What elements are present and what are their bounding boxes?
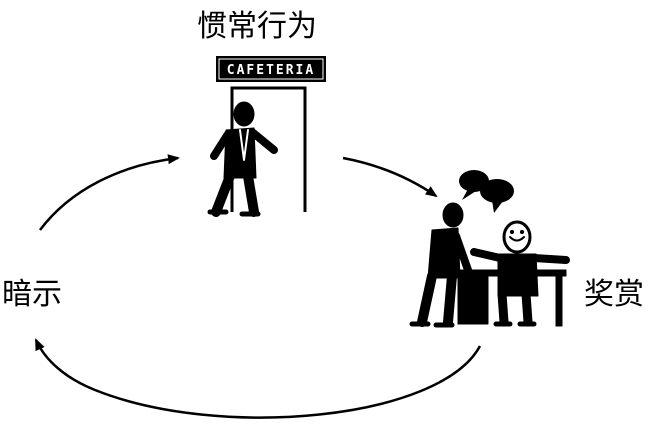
cafeteria-sign: CAFETERIA	[216, 56, 326, 82]
office-workers-icon	[409, 202, 570, 328]
reward-label: 奖赏	[584, 277, 644, 312]
routine-label: 惯常行为	[197, 9, 317, 44]
arrow-cue-to-routine	[39, 154, 180, 231]
arrow-routine-to-reward	[342, 156, 438, 198]
speech-bubble-icon	[459, 170, 514, 213]
cue-label: 暗示	[2, 277, 62, 312]
arrow-reward-to-cue	[34, 338, 482, 419]
walking-man-icon	[207, 101, 278, 217]
cafeteria-sign-text: CAFETERIA	[227, 63, 315, 78]
